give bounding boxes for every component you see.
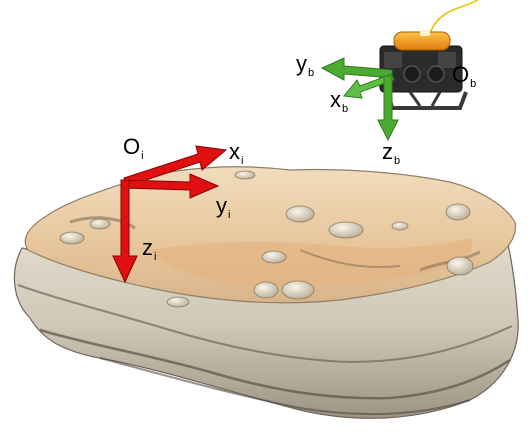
rov-skid-strut <box>410 92 440 106</box>
inertial-z-symbol: z <box>142 235 153 260</box>
rov-handle <box>420 30 430 36</box>
body-y-subscript: b <box>308 67 314 79</box>
body-x-subscript: b <box>342 103 348 115</box>
body-y-symbol: y <box>296 51 307 76</box>
body-z-label: zb <box>382 141 399 163</box>
rov-vehicle <box>380 0 478 108</box>
rov-tether <box>430 0 478 34</box>
body-origin-symbol: O <box>452 62 469 87</box>
inertial-x-symbol: x <box>229 139 240 164</box>
inertial-x-label: xi <box>229 141 242 163</box>
rov-skid <box>388 92 466 108</box>
body-y-label: yb <box>296 53 313 75</box>
inertial-y-label: yi <box>216 195 229 217</box>
rov-camera <box>404 66 420 82</box>
body-origin-label: Ob <box>452 64 475 86</box>
inertial-y-symbol: y <box>216 193 227 218</box>
inertial-z-label: zi <box>142 237 155 259</box>
rov-thruster-left <box>384 52 402 68</box>
body-z-subscript: b <box>394 155 400 167</box>
rock-slab <box>14 167 518 419</box>
body-x-label: xb <box>330 89 347 111</box>
body-z-symbol: z <box>382 139 393 164</box>
inertial-origin-subscript: i <box>141 150 143 162</box>
body-origin-subscript: b <box>470 78 476 90</box>
rov-light <box>428 66 444 82</box>
inertial-origin-label: Oi <box>123 136 143 158</box>
inertial-origin-symbol: O <box>123 134 140 159</box>
body-x-symbol: x <box>330 87 341 112</box>
